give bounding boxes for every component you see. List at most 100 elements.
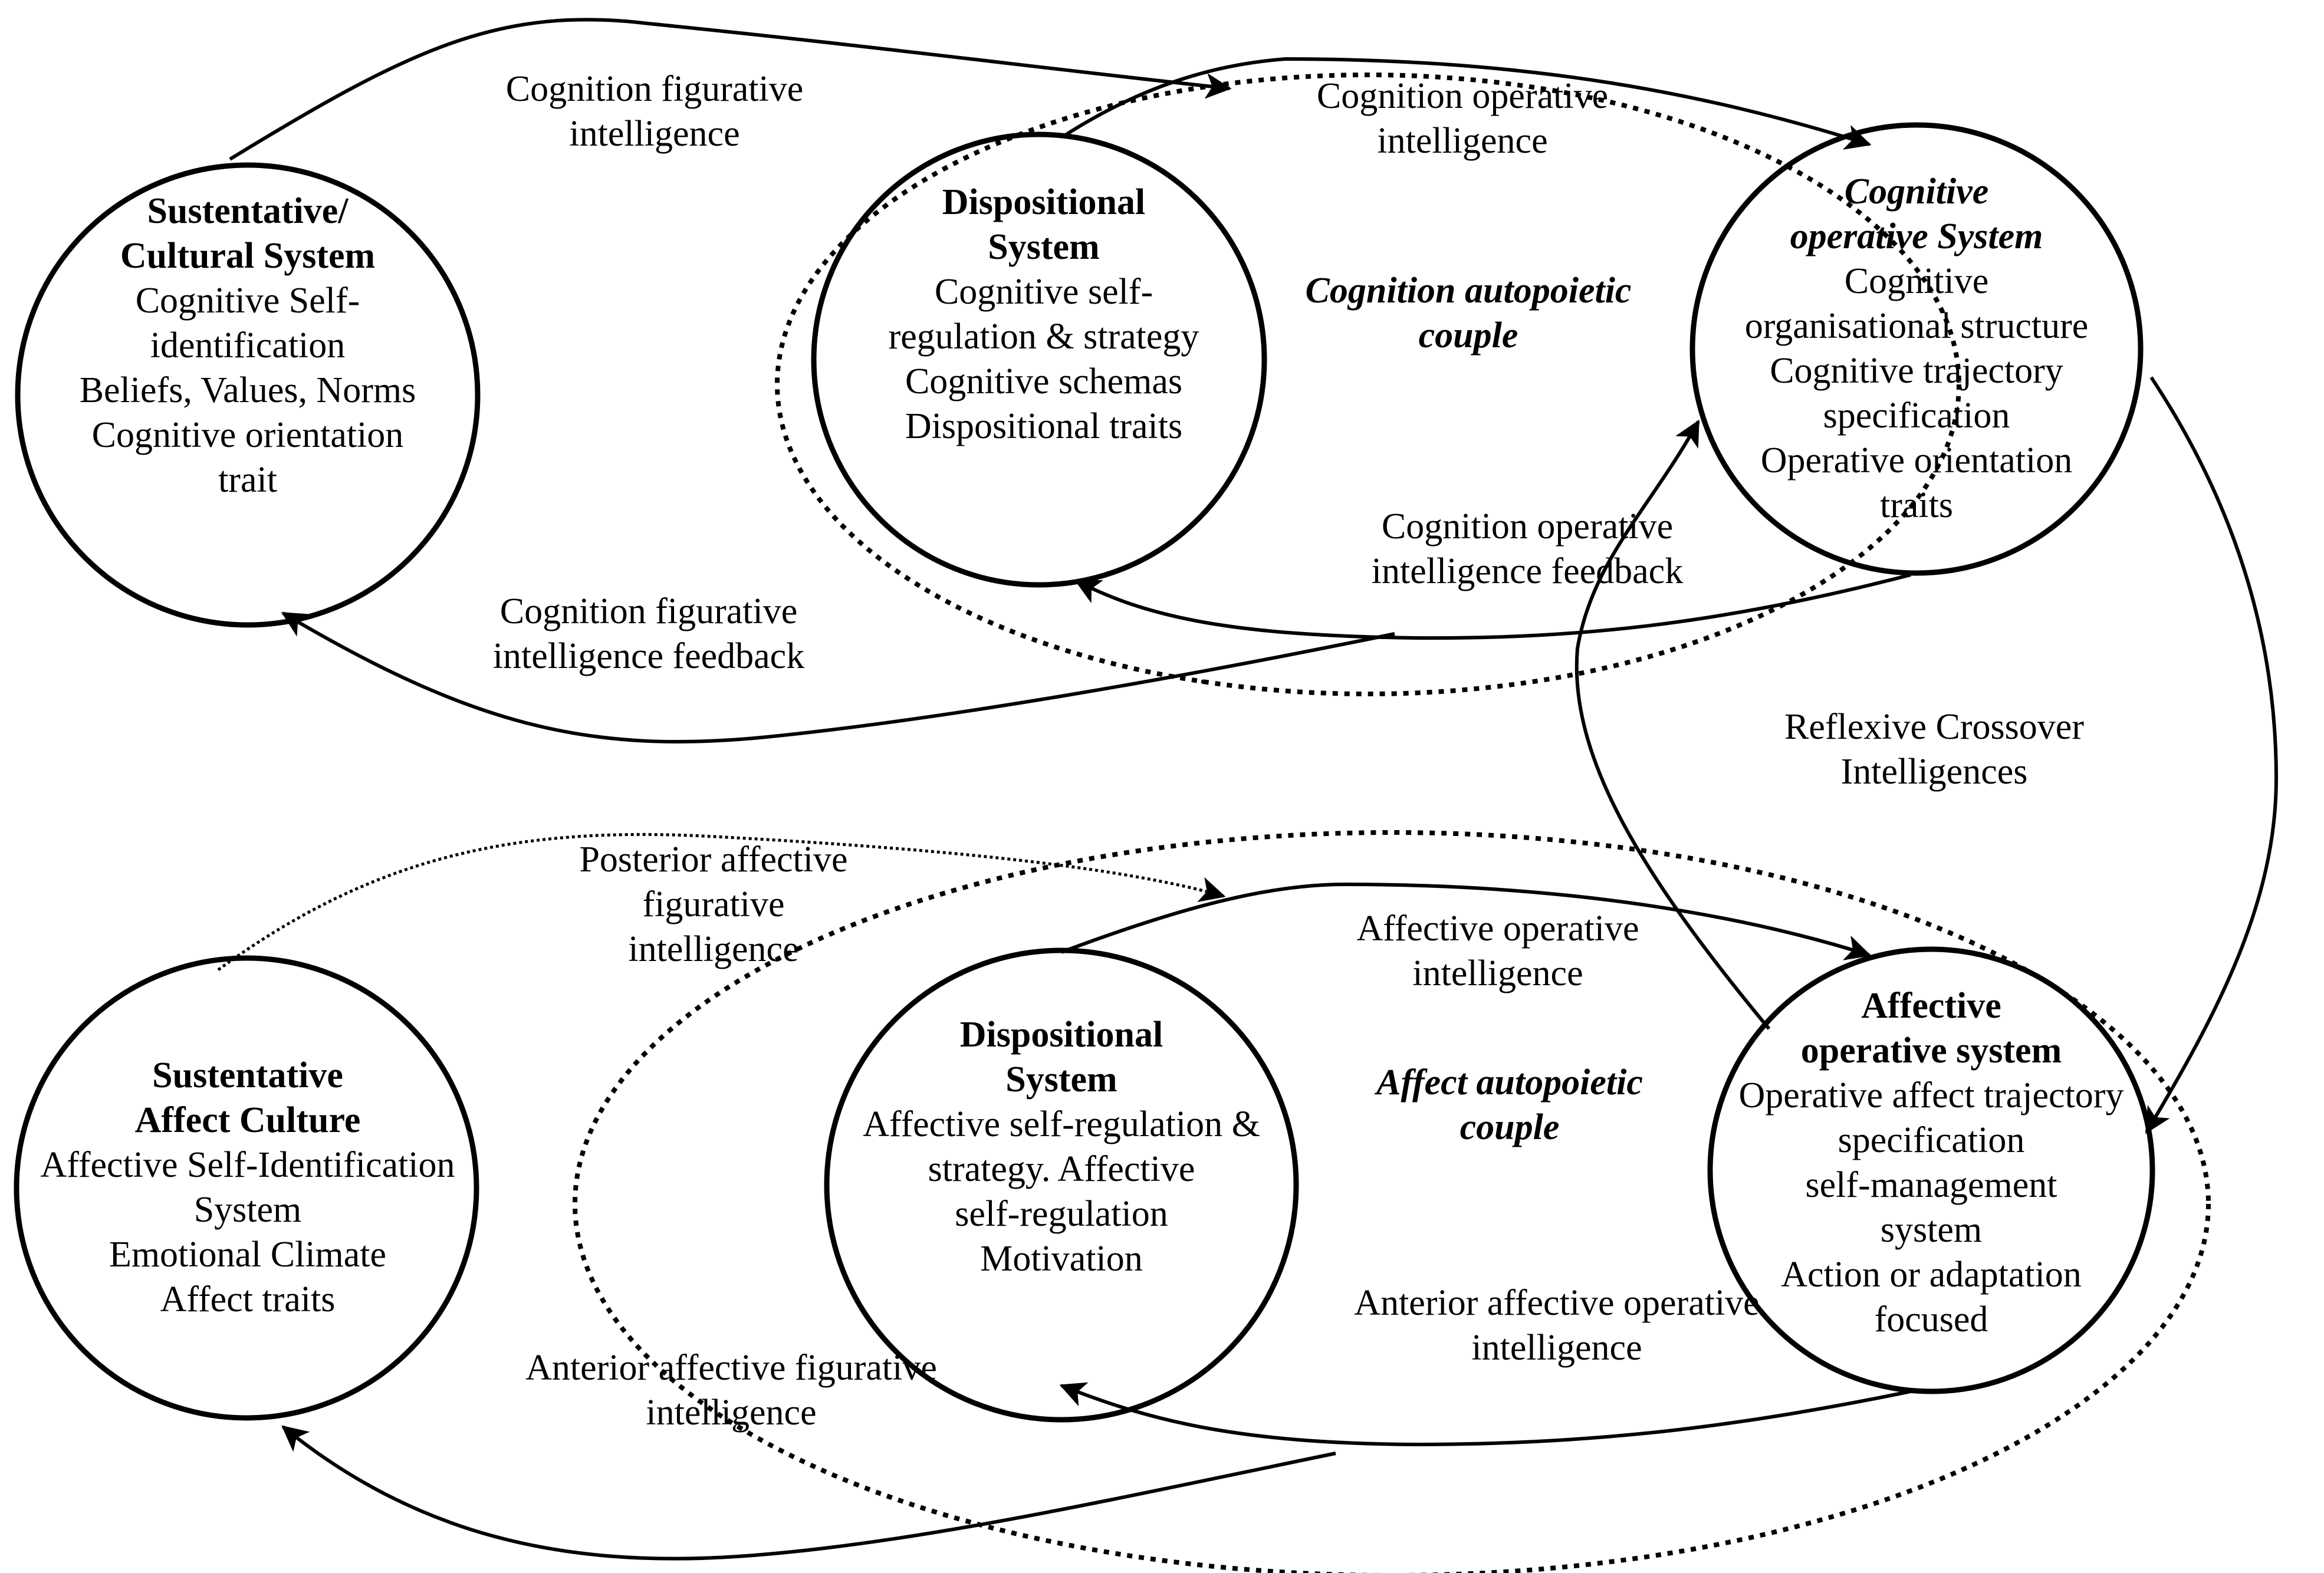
node-text-line: Affective self-regulation & [863,1104,1260,1144]
couple-label-line: couple [1460,1107,1560,1147]
sustentative-affect-node: Sustentative Affect Culture Affective Se… [18,1053,478,1322]
node-text-line: Action or adaptation [1781,1255,2082,1295]
flow-label-line: figurative [642,884,785,924]
affective-operative-node: Affective operative system Operative aff… [1698,983,2164,1342]
cognition-operative-arrow [1063,57,1872,150]
couple-label-line: couple [1418,315,1518,356]
dispositional-affective-node: Dispositional System Affective self-regu… [831,1012,1291,1281]
flow-label-line: intelligence [628,929,799,969]
cognition-operative-feedback-arrow [1074,573,1911,640]
node-text-line: Cognitive self- [934,272,1153,312]
node-text-line: Dispositional traits [905,406,1183,446]
reflexive-crossover-label: Reflexive Crossover Intelligences [1728,705,2141,794]
node-title-line: Cultural System [120,236,376,276]
couple-label-line: Cognition autopoietic [1305,271,1632,311]
posterior-affective-figurative-arrow [217,832,1226,972]
cognition-couple-ellipse [775,73,1961,696]
node-text-line: Affect traits [160,1279,336,1319]
cognitive-operative-circle [1689,122,2144,576]
node-text-line: self-regulation [955,1194,1168,1234]
sustentative-affect-circle [14,955,479,1421]
reflexive-crossover-down-arrow [2145,376,2279,1134]
node-title-line: Sustentative [152,1055,343,1095]
node-text-line: Operative affect trajectory [1738,1075,2124,1115]
sustentative-cultural-circle [15,162,481,628]
flow-label-line: intelligence [1377,121,1548,161]
anterior-affective-figurative-label: Anterior affective figurative intelligen… [478,1345,985,1435]
node-text-line: Cognitive [1844,261,1989,301]
node-text-line: strategy. Affective [928,1149,1195,1189]
flow-label-line: intelligence [1412,953,1583,993]
node-text-line: Cognitive Self- [135,281,360,321]
flow-label-line: Intelligences [1840,752,2028,792]
node-text-line: identification [150,325,346,366]
flow-label-line: Cognition figurative [499,591,798,631]
flow-label-line: intelligence [646,1393,817,1433]
cognition-operative-feedback-label: Cognition operative intelligence feedbac… [1321,504,1734,594]
node-text-line: Emotional Climate [109,1235,387,1275]
node-title-line: operative System [1790,216,2043,256]
flow-label-line: intelligence [1471,1328,1642,1368]
flow-label-line: Cognition operative [1316,76,1609,116]
cognition-figurative-feedback-label: Cognition figurative intelligence feedba… [442,589,855,679]
node-text-line: Cognitive schemas [905,361,1183,402]
node-title-line: Sustentative/ [147,191,349,231]
affective-operative-arrow [1060,882,1872,960]
node-title-line: System [1005,1059,1117,1100]
flow-label-line: intelligence feedback [1371,551,1684,591]
flow-label-line: Cognition operative [1381,506,1674,547]
node-text-line: Operative orientation [1760,440,2073,481]
flow-label-line: intelligence [569,114,740,154]
node-text-line: Motivation [980,1239,1143,1279]
node-title-line: operative system [1800,1031,2062,1071]
anterior-affective-figurative-arrow [281,1425,1336,1561]
flow-label-line: Cognition figurative [505,69,804,109]
cognition-figurative-feedback-arrow [281,611,1395,744]
dispositional-cognitive-node: Dispositional System Cognitive self- reg… [820,180,1268,449]
node-text-line: Affective Self-Identification [40,1145,455,1185]
sustentative-cultural-node: Sustentative/ Cultural System Cognitive … [18,189,478,502]
node-text-line: organisational structure [1744,306,2089,346]
flow-label-line: intelligence feedback [492,636,805,676]
affective-operative-label: Affective operative intelligence [1291,906,1704,996]
cognition-operative-label: Cognition operative intelligence [1256,74,1669,163]
anterior-affective-operative-label: Anterior affective operative intelligenc… [1303,1281,1810,1370]
node-text-line: self-management [1805,1165,2057,1205]
anterior-affective-operative-arrow [1059,1382,1911,1447]
affect-couple-label: Affect autopoietic couple [1309,1060,1710,1150]
node-title-line: System [988,227,1100,267]
node-text-line: system [1880,1210,1983,1250]
dispositional-cognitive-circle [811,131,1267,588]
flow-label-line: Anterior affective operative [1354,1283,1760,1323]
node-text-line: System [193,1190,302,1230]
node-text-line: Cognitive trajectory [1770,351,2063,391]
reflexive-crossover-up-arrow [1574,419,1771,1030]
node-text-line: Cognitive orientation [91,415,404,455]
couple-label-line: Affect autopoietic [1376,1062,1643,1103]
node-text-line: focused [1874,1299,1988,1340]
cognition-figurative-label: Cognition figurative intelligence [448,67,861,156]
cognitive-operative-node: Cognitive operative System Cognitive org… [1687,169,2147,528]
flow-label-line: Posterior affective [579,840,848,880]
node-text-line: specification [1837,1120,2025,1160]
node-text-line: regulation & strategy [888,317,1199,357]
flow-label-line: Anterior affective figurative [525,1348,937,1388]
node-text-line: specification [1823,396,2010,436]
node-text-line: trait [218,460,277,500]
node-title-line: Affect Culture [134,1100,361,1140]
node-text-line: Beliefs, Values, Norms [79,370,416,410]
node-title-line: Dispositional [942,182,1146,222]
node-title-line: Affective [1861,986,2001,1026]
posterior-affective-figurative-label: Posterior affective figurative intellige… [507,837,920,972]
cognition-figurative-arrow [229,18,1232,161]
node-text-line: traits [1880,485,1953,525]
affective-operative-circle [1707,946,2155,1394]
cognition-couple-label: Cognition autopoietic couple [1268,268,1669,358]
node-title-line: Cognitive [1844,172,1989,212]
flow-label-line: Reflexive Crossover [1784,707,2084,747]
flow-label-line: Affective operative [1356,909,1639,949]
node-title-line: Dispositional [959,1015,1163,1055]
affect-couple-ellipse [573,830,2211,1573]
